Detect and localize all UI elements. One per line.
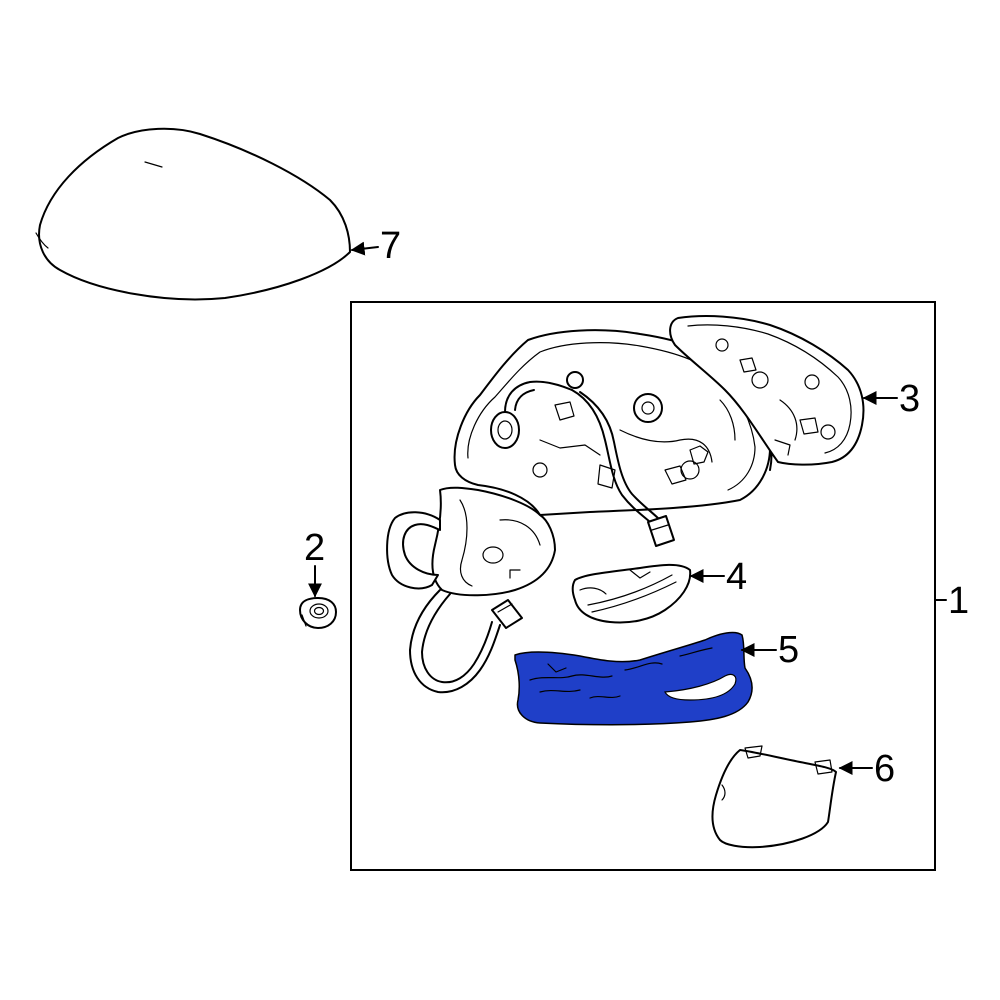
- part-7-label: 7: [380, 225, 401, 267]
- part-3-label: 3: [899, 378, 920, 420]
- part-5-lower-cover[interactable]: [514, 631, 753, 726]
- part-7-arrow: [350, 241, 379, 256]
- mirror-housing-assembly[interactable]: [386, 329, 773, 694]
- assembly-box: [350, 301, 936, 871]
- part-6-label: 6: [874, 748, 895, 790]
- part-5-label: 5: [778, 629, 799, 671]
- part-4-signal-lamp[interactable]: [571, 563, 692, 624]
- part-6-lower-cap[interactable]: [711, 745, 837, 849]
- part-2-label: 2: [304, 527, 325, 569]
- part-1-label: 1: [948, 580, 969, 622]
- part-3-mirror-glass[interactable]: [669, 315, 865, 466]
- part-2-nut[interactable]: [299, 597, 337, 629]
- part-4-label: 4: [726, 556, 747, 598]
- part-7-mirror-cover[interactable]: [35, 127, 351, 301]
